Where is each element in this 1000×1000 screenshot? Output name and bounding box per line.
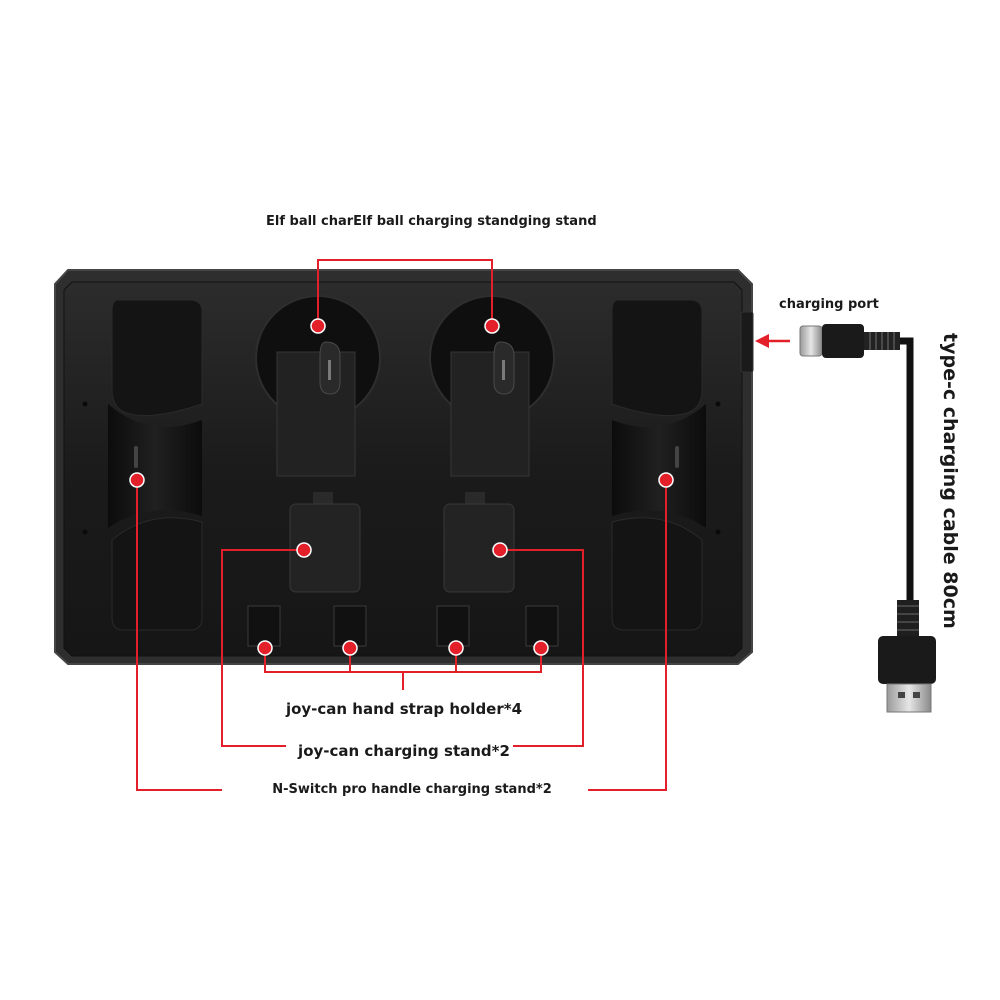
- dock-body: [54, 269, 754, 665]
- pro-handle-stand-left: [108, 299, 203, 631]
- joycon-stand-label: joy-can charging stand*2: [298, 742, 510, 760]
- screw-dots: [82, 401, 721, 535]
- elf-ball-stand-right: [429, 295, 555, 477]
- joycon-stand-right: [443, 492, 515, 593]
- elf-ball-stand-label: Elf ball charElf ball charging standging…: [266, 214, 597, 229]
- joycon-stand-left: [289, 492, 361, 593]
- pro-handle-stand-right: [611, 299, 706, 631]
- pro-handle-stand-label: N-Switch pro handle charging stand*2: [272, 782, 552, 797]
- cable-label: type-c charging cable 80cm: [939, 333, 961, 629]
- callout-lines: [136, 259, 667, 791]
- strap-holder-label: joy-can hand strap holder*4: [285, 700, 523, 718]
- type-c-cable: [799, 324, 936, 713]
- strap-holders: [247, 605, 559, 647]
- callout-markers: [129, 318, 674, 656]
- charging-port-label: charging port: [779, 297, 879, 312]
- port-arrow: [755, 334, 790, 348]
